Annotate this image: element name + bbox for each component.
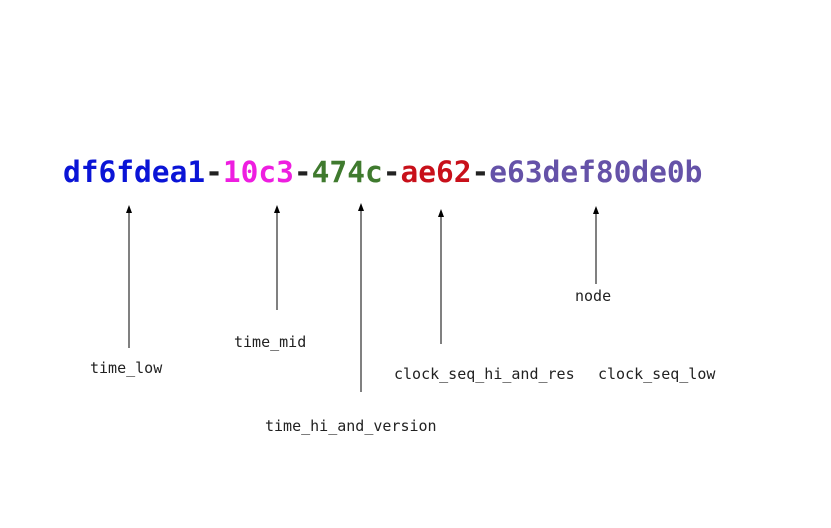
uuid-separator: - bbox=[382, 155, 401, 189]
uuid-segment-clock-seq: ae62 bbox=[400, 155, 472, 189]
label-time-mid: time_mid bbox=[234, 333, 307, 351]
arrow-time-low bbox=[126, 205, 132, 348]
uuid-separator: - bbox=[205, 155, 223, 189]
label-clock-seq-hi-and-res: clock_seq_hi_and_res bbox=[394, 365, 575, 383]
label-time-low: time_low bbox=[90, 359, 163, 377]
label-time-hi-and-version: time_hi_and_version bbox=[265, 417, 437, 435]
arrow-time-mid bbox=[274, 205, 280, 310]
uuid-separator: - bbox=[293, 155, 312, 189]
uuid-separator: - bbox=[471, 155, 490, 189]
label-node: node bbox=[575, 287, 612, 305]
uuid-segment-node: e63def80de0b bbox=[489, 155, 703, 189]
arrow-time-hi-and-version bbox=[358, 203, 364, 392]
uuid-segment-time-hi-and-version: 474c bbox=[311, 155, 383, 189]
arrow-node bbox=[593, 206, 599, 284]
label-clock-seq-low: clock_seq_low bbox=[598, 365, 716, 383]
arrow-clock-seq bbox=[438, 209, 444, 344]
uuid-segment-time-mid: 10c3 bbox=[222, 155, 294, 189]
uuid-segment-time-low: df6fdea1 bbox=[63, 155, 206, 189]
uuid-string: df6fdea1-10c3-474c-ae62-e63def80de0b bbox=[63, 152, 702, 192]
